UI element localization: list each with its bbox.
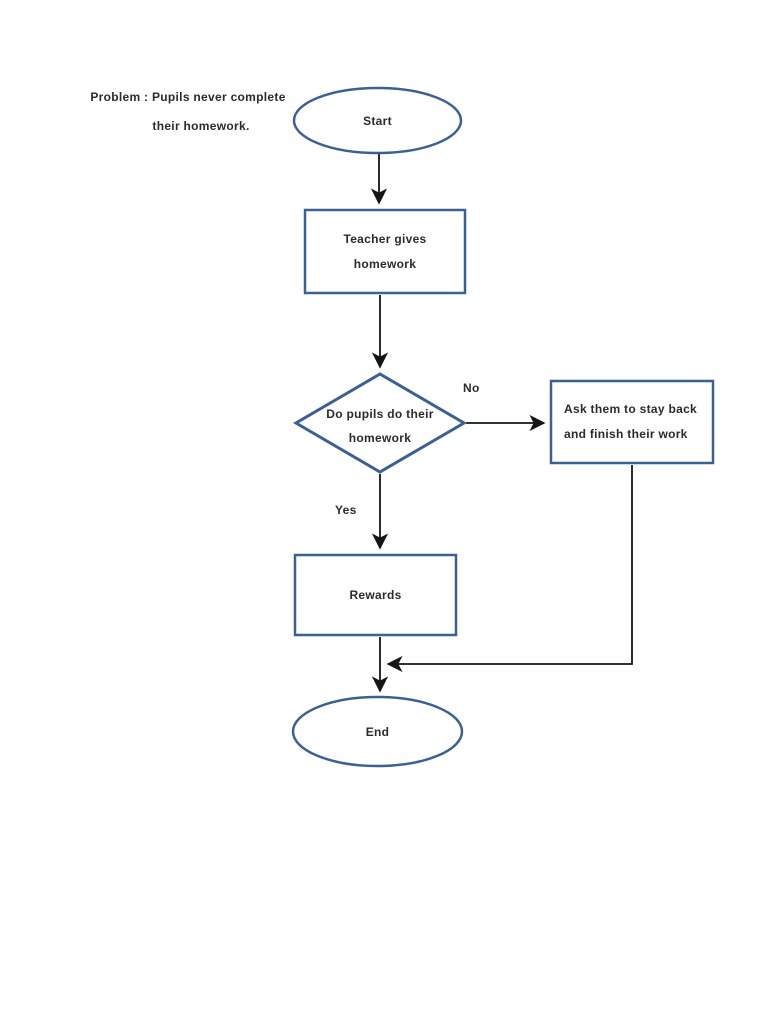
ask-node [549, 379, 715, 465]
ask-node-line1: Ask them to stay back [564, 402, 698, 416]
decision-node-line1: Do pupils do their [326, 407, 434, 421]
start-node [292, 86, 463, 155]
teacher-node-label: Teacher gives homework [304, 209, 466, 294]
end-node [291, 695, 464, 768]
end-node-label: End [365, 724, 390, 739]
decision-node-line2: homework [348, 431, 412, 445]
ask-node-line2: and finish their work [564, 427, 688, 441]
teacher-node-line2: homework [353, 256, 417, 271]
edge-label-yes: Yes [335, 503, 357, 517]
start-node-label: Start [363, 113, 392, 128]
problem-note: Problem : Pupils never complete their ho… [88, 83, 288, 141]
edge-label-no: No [463, 381, 480, 395]
decision-node-label: Do pupils do their homework [295, 402, 465, 450]
teacher-node [303, 208, 467, 295]
rewards-node [293, 553, 458, 637]
rewards-node-label: Rewards [349, 588, 402, 602]
decision-diamond [293, 372, 467, 474]
ask-node-label: Ask them to stay back and finish their w… [551, 381, 713, 463]
problem-note-line1: Problem : Pupils never complete [90, 90, 286, 104]
edge-ask-return [386, 465, 633, 673]
problem-note-line2: their homework. [152, 119, 250, 133]
teacher-node-line1: Teacher gives [343, 231, 427, 246]
